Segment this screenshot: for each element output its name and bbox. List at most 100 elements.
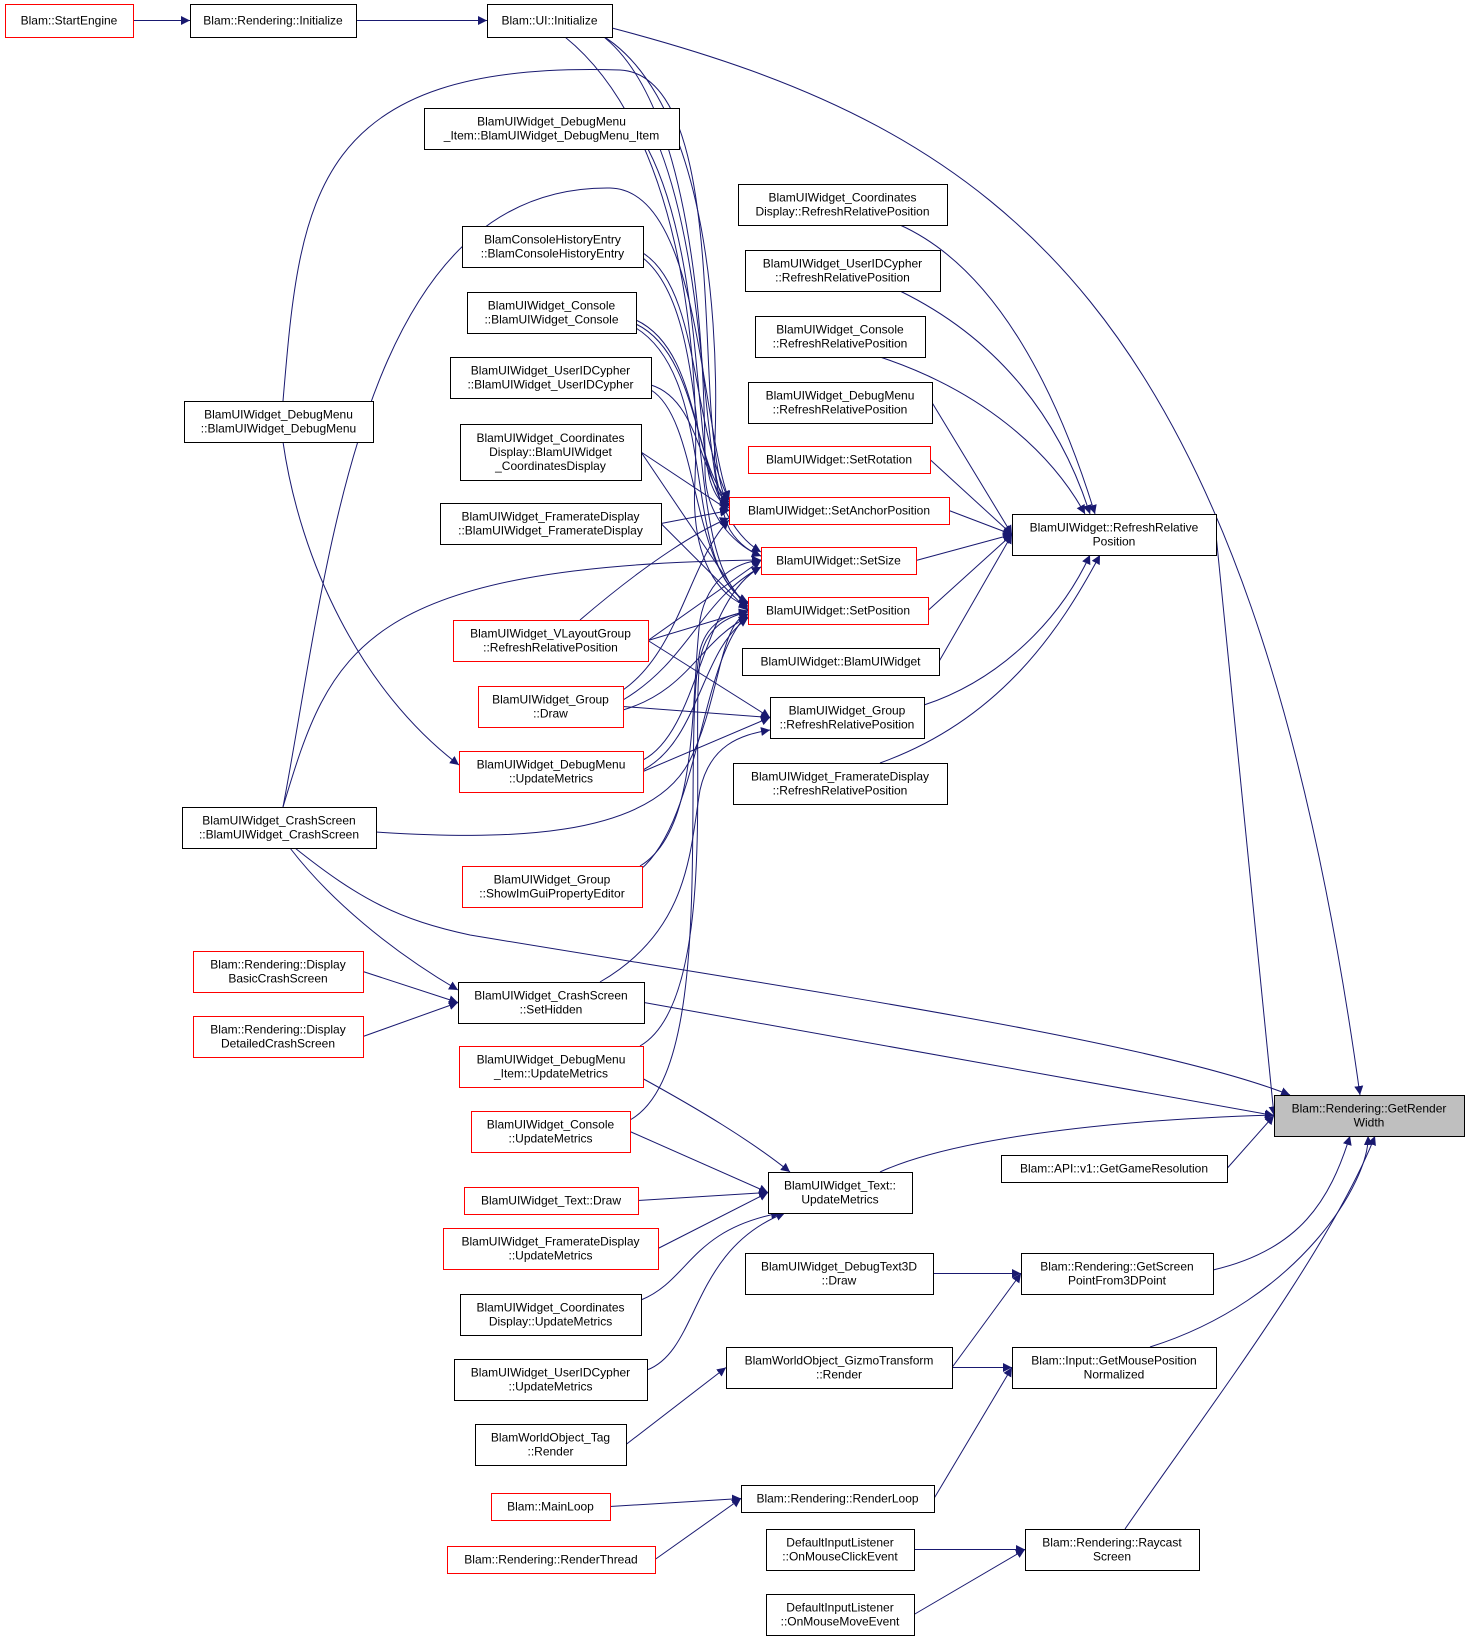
edge-userid_ctor-to-setposition: [650, 389, 749, 604]
node-renderthread[interactable]: Blam::Rendering::RenderThread: [447, 1546, 656, 1574]
edge-text_draw-to-text_um: [637, 1188, 769, 1201]
node-label: Blam::Rendering::Display: [210, 958, 345, 972]
node-label: ::BlamUIWidget_CrashScreen: [199, 828, 359, 842]
node-label: ::SetHidden: [520, 1003, 583, 1017]
node-startengine[interactable]: Blam::StartEngine: [5, 4, 134, 38]
node-setsize[interactable]: BlamUIWidget::SetSize: [761, 547, 917, 575]
node-box: [766, 1594, 915, 1636]
node-coords_um[interactable]: BlamUIWidget_CoordinatesDisplay::UpdateM…: [460, 1294, 642, 1336]
node-tag_render[interactable]: BlamWorldObject_Tag::Render: [475, 1424, 627, 1466]
node-box: [193, 1016, 364, 1058]
node-label: ::OnMouseClickEvent: [782, 1550, 898, 1564]
node-setposition[interactable]: BlamUIWidget::SetPosition: [748, 597, 929, 625]
node-label: ::BlamUIWidget_FramerateDisplay: [458, 524, 643, 538]
node-box: [462, 866, 643, 908]
node-setanchor[interactable]: BlamUIWidget::SetAnchorPosition: [729, 497, 950, 525]
edge-group_draw-to-group_rrp: [622, 706, 771, 722]
node-onclick[interactable]: DefaultInputListener::OnMouseClickEvent: [766, 1529, 915, 1571]
function-nodes: Blam::StartEngine Blam::Rendering::Initia…: [5, 4, 1465, 1636]
node-ui_init[interactable]: Blam::UI::Initialize: [487, 4, 613, 38]
node-label: ::RefreshRelativePosition: [773, 784, 908, 798]
node-render_init[interactable]: Blam::Rendering::Initialize: [190, 4, 357, 38]
node-console_um[interactable]: BlamUIWidget_Console::UpdateMetrics: [471, 1111, 631, 1153]
node-label: ::Draw: [533, 707, 568, 721]
edge-crash_ctor-to-setsize: [282, 555, 762, 808]
node-label: _Item::BlamUIWidget_DebugMenu_Item: [443, 129, 659, 143]
node-getgameres[interactable]: Blam::API::v1::GetGameResolution: [1001, 1155, 1228, 1183]
node-debugmenu_ctor[interactable]: BlamUIWidget_DebugMenu::BlamUIWidget_Deb…: [184, 401, 374, 443]
node-debugmenu_um[interactable]: BlamUIWidget_DebugMenu::UpdateMetrics: [459, 751, 644, 793]
node-coords_ctor[interactable]: BlamUIWidget_CoordinatesDisplay::BlamUIW…: [460, 424, 642, 481]
node-renderloop[interactable]: Blam::Rendering::RenderLoop: [741, 1485, 935, 1513]
edge-userid_rrp-to-refreshrel: [899, 290, 1092, 515]
node-box: [447, 1546, 656, 1574]
edge-crash_ctor-to-setposition: [375, 611, 749, 836]
node-framerate_rrp[interactable]: BlamUIWidget_FramerateDisplay::RefreshRe…: [733, 763, 948, 805]
node-label: BlamUIWidget_Console: [487, 1118, 615, 1132]
node-setrotation[interactable]: BlamUIWidget::SetRotation: [748, 446, 931, 474]
edge-debugmenu_ctor-to-debugmenu_um: [282, 441, 460, 766]
node-vlayout_rrp[interactable]: BlamUIWidget_VLayoutGroup::RefreshRelati…: [453, 620, 649, 662]
node-onmove[interactable]: DefaultInputListener::OnMouseMoveEvent: [766, 1594, 915, 1636]
node-group_draw[interactable]: BlamUIWidget_Group::Draw: [478, 686, 624, 728]
node-framerate_ctor[interactable]: BlamUIWidget_FramerateDisplay::BlamUIWid…: [440, 503, 662, 545]
edge-debugmenu_um-to-group_rrp: [642, 716, 771, 772]
node-box: [478, 686, 624, 728]
node-box: [766, 1529, 915, 1571]
node-label: ::Render: [816, 1368, 862, 1382]
node-dbgmenuitem_um[interactable]: BlamUIWidget_DebugMenu_Item::UpdateMetri…: [459, 1046, 644, 1088]
node-label: BlamUIWidget_DebugMenu: [204, 408, 353, 422]
node-label: BlamUIWidget::SetPosition: [766, 604, 910, 618]
node-disp_detailed[interactable]: Blam::Rendering::DisplayDetailedCrashScr…: [193, 1016, 364, 1058]
node-userid_ctor[interactable]: BlamUIWidget_UserIDCypher::BlamUIWidget_…: [450, 357, 652, 399]
node-label: ::RefreshRelativePosition: [775, 271, 910, 285]
node-getscreenpoint[interactable]: Blam::Rendering::GetScreenPointFrom3DPoi…: [1021, 1253, 1214, 1295]
node-console_ctor[interactable]: BlamUIWidget_Console::BlamUIWidget_Conso…: [467, 292, 637, 334]
node-refreshrel[interactable]: BlamUIWidget::RefreshRelativePosition: [1012, 514, 1217, 556]
node-box: [182, 807, 377, 849]
node-histentry_ctor[interactable]: BlamConsoleHistoryEntry::BlamConsoleHist…: [462, 226, 644, 268]
node-box: [190, 4, 357, 38]
edge-userid_ctor-to-setanchor: [650, 384, 730, 506]
node-group_rrp[interactable]: BlamUIWidget_Group::RefreshRelativePosit…: [770, 697, 925, 739]
node-dbgmenuitem_ctor[interactable]: BlamUIWidget_DebugMenu_Item::BlamUIWidge…: [424, 108, 680, 150]
edge-uiwidget_ctor-to-refreshrel: [938, 534, 1013, 662]
node-label: BlamUIWidget::BlamUIWidget: [760, 655, 921, 669]
node-userid_um[interactable]: BlamUIWidget_UserIDCypher::UpdateMetrics: [454, 1359, 648, 1401]
node-coords_rrp[interactable]: BlamUIWidget_CoordinatesDisplay::Refresh…: [738, 184, 948, 226]
node-box: [748, 446, 931, 474]
edge-coords_ctor-to-setanchor: [640, 451, 730, 511]
node-group_imgui[interactable]: BlamUIWidget_Group::ShowImGuiPropertyEdi…: [462, 866, 643, 908]
node-box: [745, 1253, 934, 1295]
edge-framerate_ctor-to-setposition: [660, 523, 749, 611]
node-label: DetailedCrashScreen: [221, 1037, 335, 1051]
node-label: _CoordinatesDisplay: [494, 459, 606, 473]
node-label: ::UpdateMetrics: [508, 1132, 592, 1146]
node-crash_ctor[interactable]: BlamUIWidget_CrashScreen::BlamUIWidget_C…: [182, 807, 377, 849]
edge-getmousepos-to-getrenderwidth: [1149, 1135, 1373, 1348]
node-label: Blam::Rendering::GetRender: [1292, 1102, 1447, 1116]
edge-crash_ctor-to-crash_sethidden: [289, 847, 459, 991]
node-label: BlamUIWidget_UserIDCypher: [471, 1366, 630, 1380]
node-userid_rrp[interactable]: BlamUIWidget_UserIDCypher::RefreshRelati…: [745, 250, 941, 292]
node-console_rrp[interactable]: BlamUIWidget_Console::RefreshRelativePos…: [755, 316, 926, 358]
node-text_draw[interactable]: BlamUIWidget_Text::Draw: [464, 1187, 639, 1215]
node-label: ::RefreshRelativePosition: [773, 403, 908, 417]
edge-dbgmenuitem_um-to-setposition: [639, 609, 749, 1047]
node-mainloop[interactable]: Blam::MainLoop: [491, 1493, 611, 1521]
edge-setanchor-to-refreshrel: [948, 510, 1013, 536]
node-debugtext3d_draw[interactable]: BlamUIWidget_DebugText3D::Draw: [745, 1253, 934, 1295]
node-box: [733, 763, 948, 805]
node-uiwidget_ctor[interactable]: BlamUIWidget::BlamUIWidget: [742, 648, 940, 676]
node-crash_sethidden[interactable]: BlamUIWidget_CrashScreen::SetHidden: [458, 982, 645, 1024]
node-debugmenu_rrp[interactable]: BlamUIWidget_DebugMenu::RefreshRelativeP…: [748, 382, 933, 424]
node-text_um[interactable]: BlamUIWidget_Text::UpdateMetrics: [768, 1172, 913, 1214]
node-gizmo_render[interactable]: BlamWorldObject_GizmoTransform::Render: [726, 1347, 953, 1389]
node-label: Width: [1354, 1116, 1385, 1130]
edge-histentry_ctor-to-setanchor: [642, 252, 730, 501]
node-framerate_um[interactable]: BlamUIWidget_FramerateDisplay::UpdateMet…: [443, 1228, 659, 1270]
